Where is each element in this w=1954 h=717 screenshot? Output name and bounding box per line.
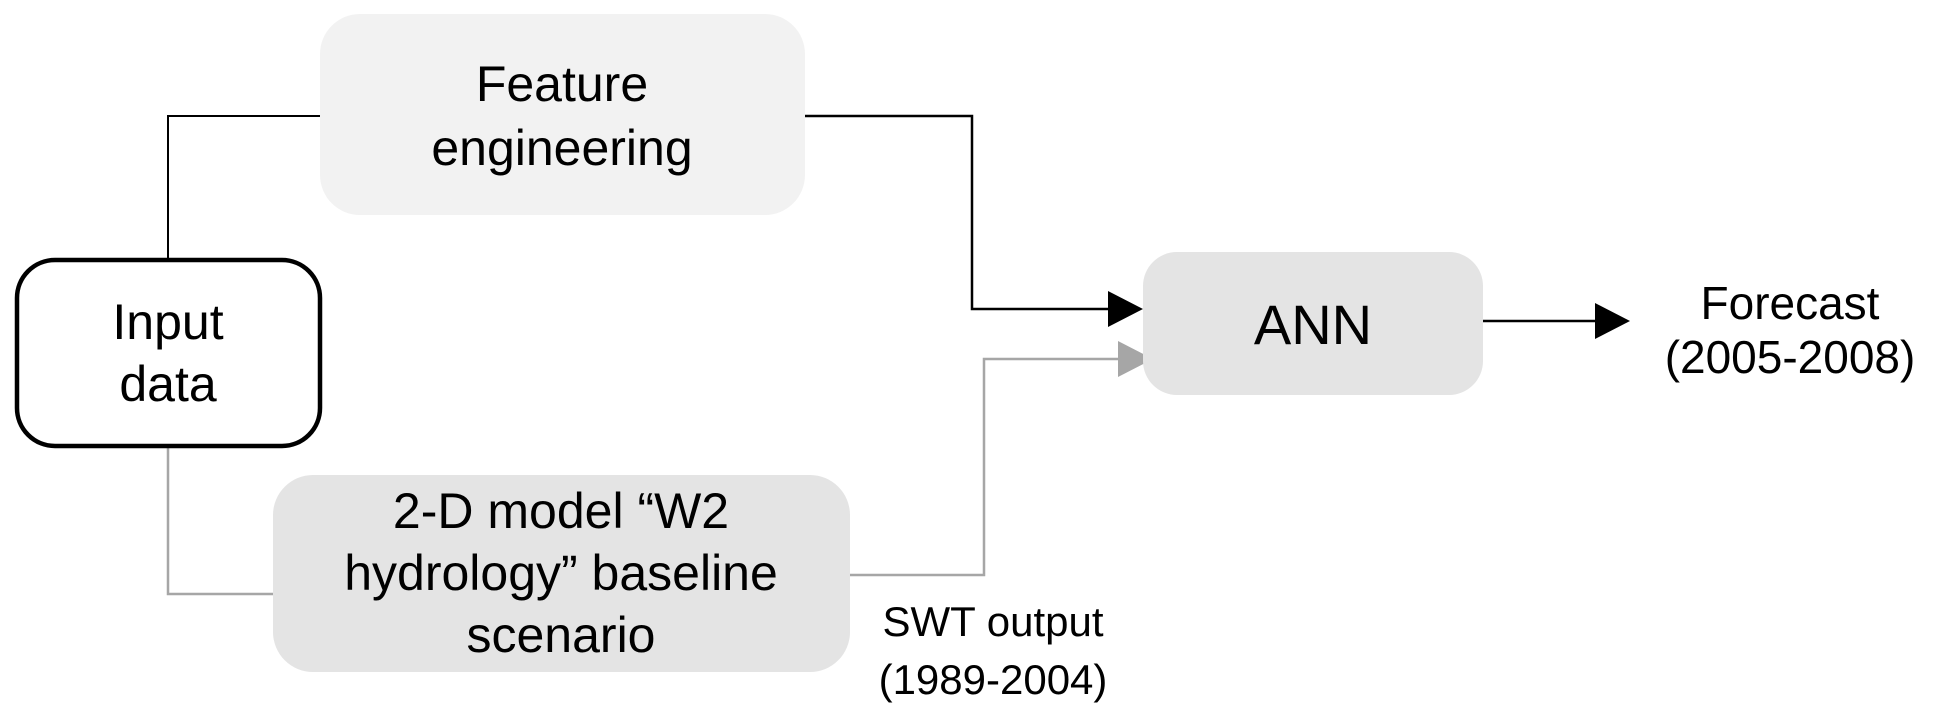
input-data-label-line2: data bbox=[119, 356, 217, 412]
ann-box bbox=[1143, 252, 1483, 395]
edge-input-to-feature bbox=[167, 115, 321, 260]
feature-engineering-label-line2: engineering bbox=[431, 120, 692, 176]
swt-output-label-line1: SWT output bbox=[883, 598, 1104, 645]
edge-feature-to-ann bbox=[804, 114, 1110, 311]
swt-output-label-line2: (1989-2004) bbox=[879, 656, 1108, 703]
edge-input-to-w2model bbox=[166, 446, 274, 596]
forecast-label-line1: Forecast bbox=[1701, 277, 1880, 329]
w2-baseline-label-line2: hydrology” baseline bbox=[344, 545, 778, 601]
forecast-label-line2: (2005-2008) bbox=[1665, 331, 1916, 383]
input-data-box bbox=[14, 257, 323, 449]
input-data-label-line1: Input bbox=[112, 294, 223, 350]
feature-engineering-label-line1: Feature bbox=[476, 56, 648, 112]
edge-w2model-to-ann bbox=[849, 357, 1120, 577]
feature-engineering-box bbox=[320, 14, 805, 215]
arrowhead-feature-to-ann bbox=[1108, 291, 1143, 327]
w2-baseline-box bbox=[273, 475, 850, 672]
w2-baseline-label-line3: scenario bbox=[467, 607, 656, 663]
arrowhead-w2model-to-ann bbox=[1118, 341, 1153, 377]
ann-label: ANN bbox=[1254, 293, 1372, 356]
arrowhead-ann-to-forecast bbox=[1595, 303, 1630, 339]
w2-baseline-label-line1: 2-D model “W2 bbox=[393, 483, 729, 539]
